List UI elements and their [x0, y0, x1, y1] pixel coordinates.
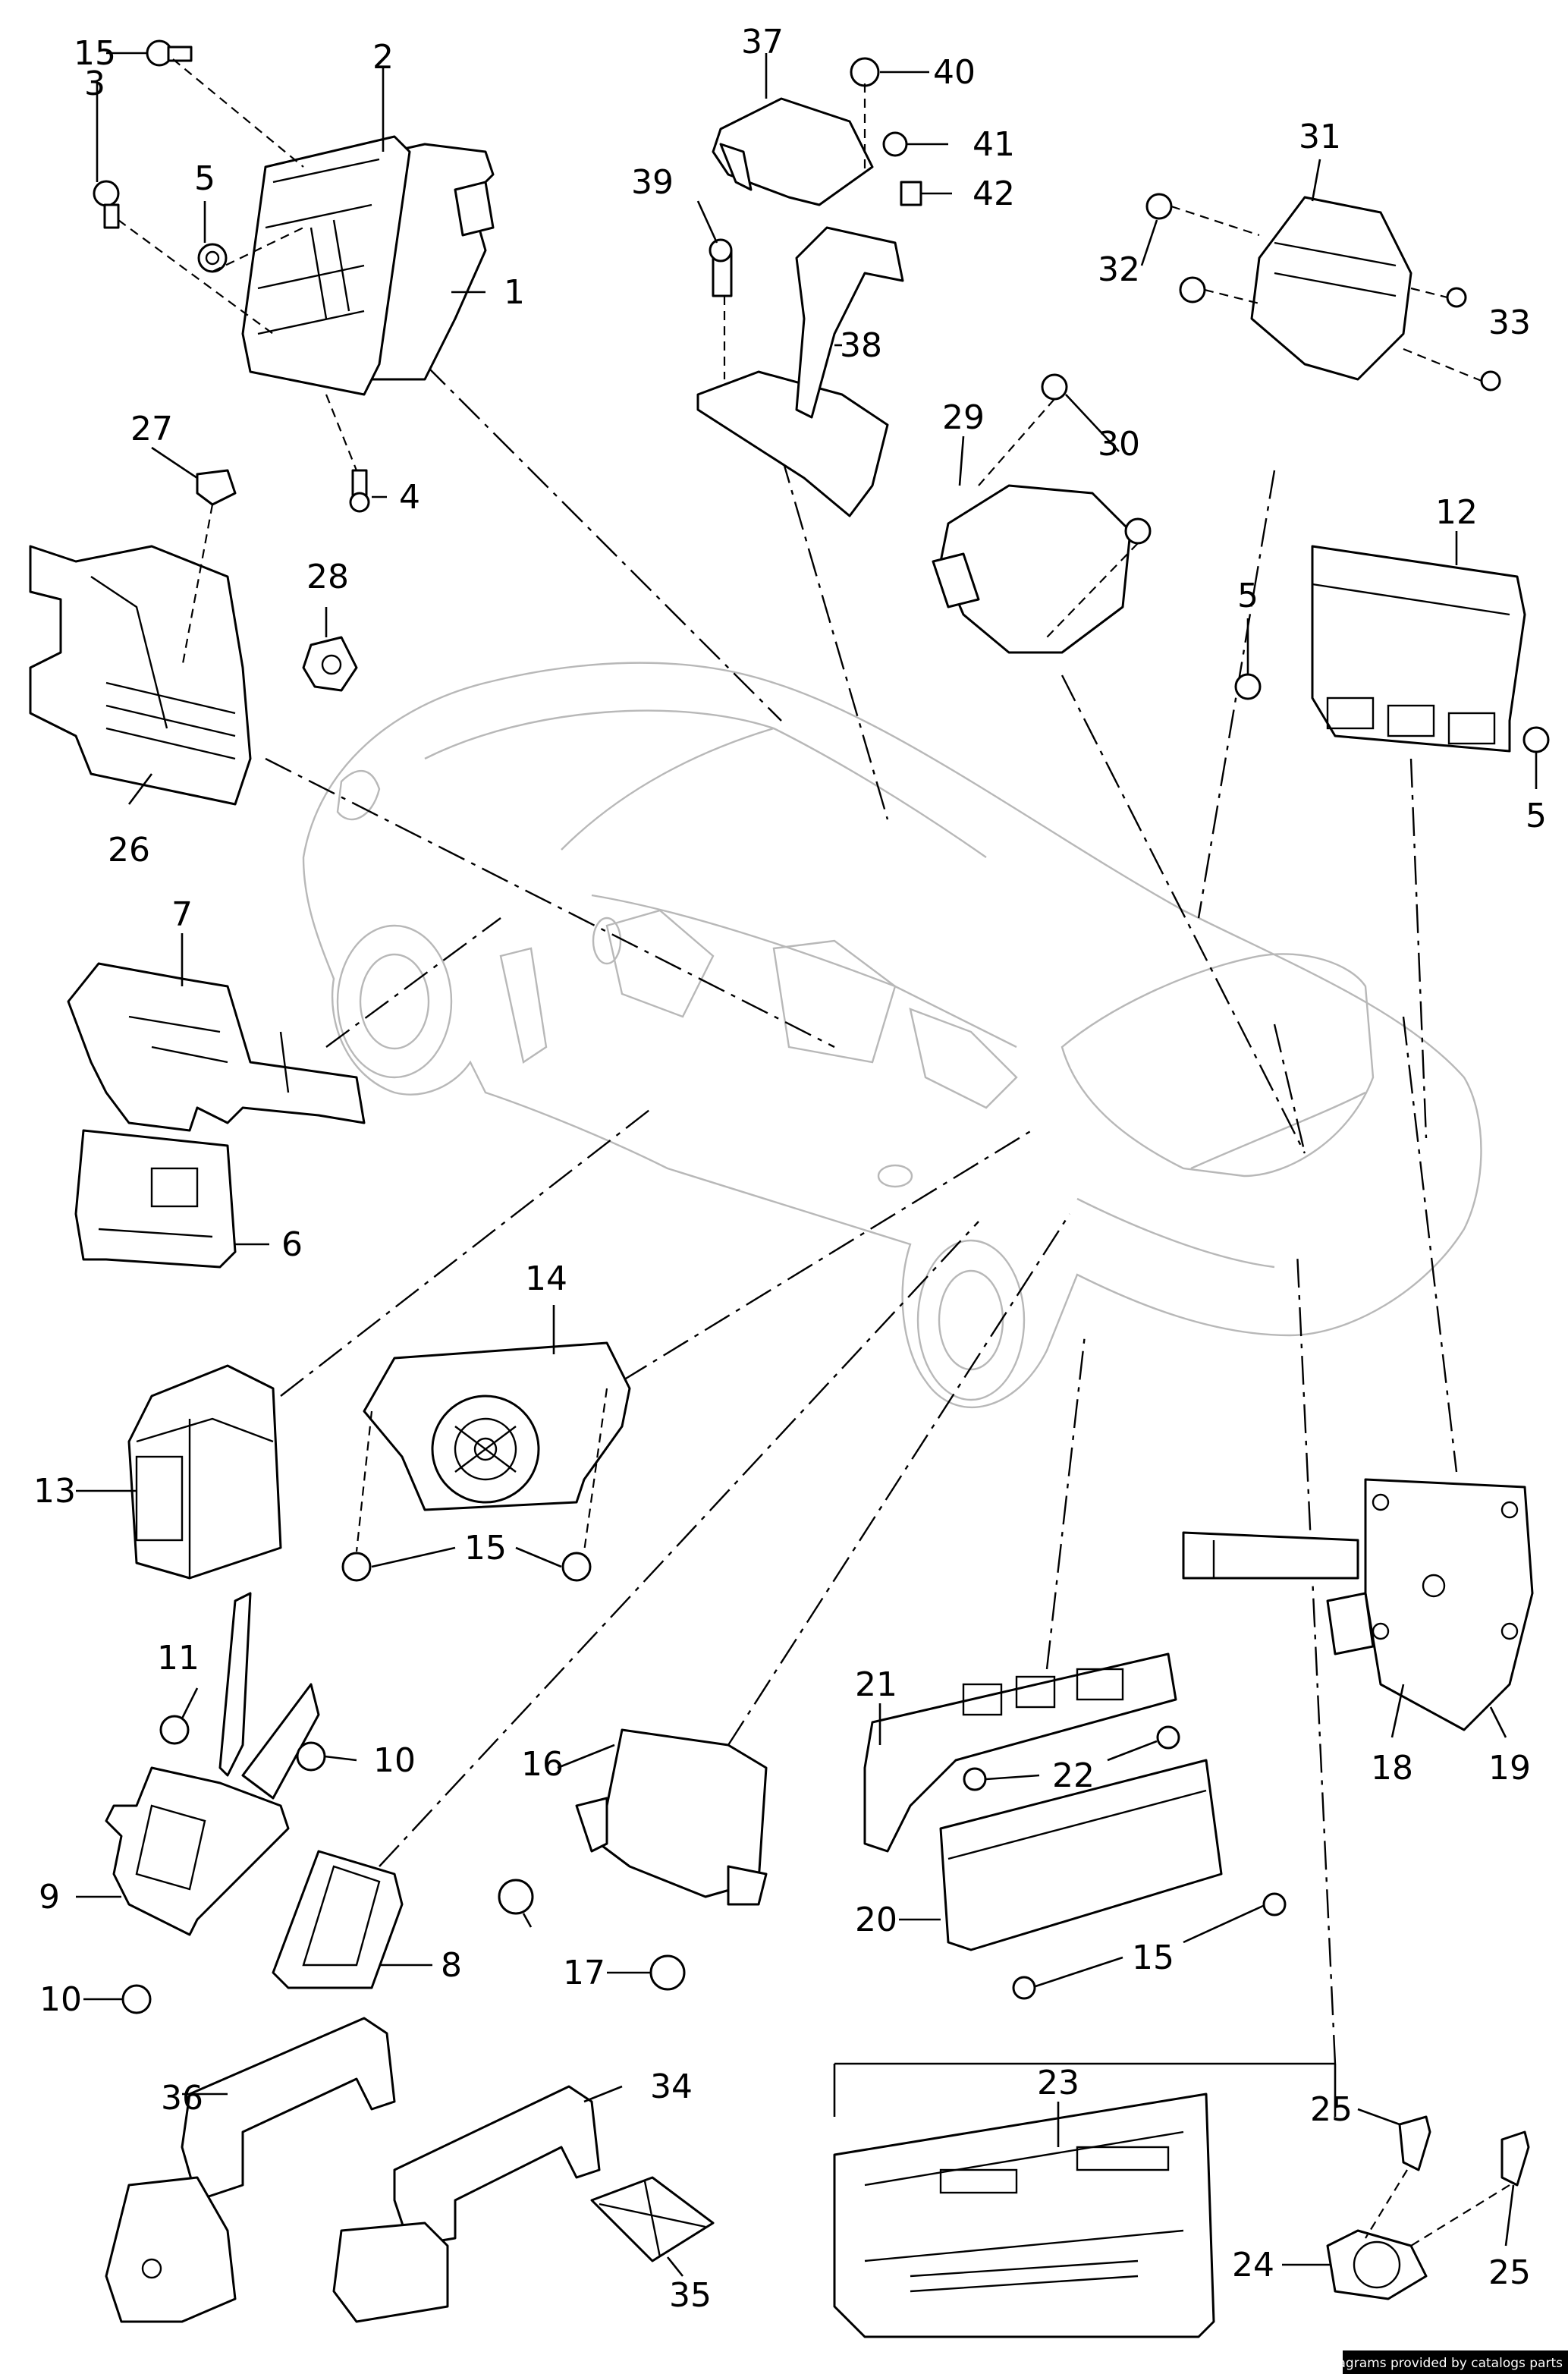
part-module-13: [127, 1364, 282, 1580]
callout-14: 14: [525, 1259, 567, 1298]
callout-9: 9: [39, 1878, 60, 1916]
callout-leaders: [76, 52, 1538, 2277]
callout-37: 37: [741, 23, 784, 61]
callout-20: 20: [855, 1901, 897, 1939]
callout-33: 33: [1488, 303, 1531, 342]
part-module-20: [939, 1759, 1287, 2000]
callout-32: 32: [1098, 250, 1140, 289]
callout-5b: 5: [1237, 577, 1258, 615]
callout-13: 13: [33, 1472, 76, 1511]
callout-4: 4: [399, 478, 420, 517]
callout-36: 36: [161, 2079, 203, 2118]
part-module-18: [1182, 1478, 1534, 1731]
callout-21: 21: [855, 1665, 897, 1704]
callout-29: 29: [942, 398, 985, 437]
callout-2: 2: [372, 38, 394, 77]
part-housing-26: [29, 469, 252, 806]
callout-11: 11: [157, 1639, 200, 1678]
callout-15b: 15: [1132, 1939, 1174, 1977]
callout-5c: 5: [1526, 797, 1547, 835]
callout-12: 12: [1435, 493, 1478, 532]
part-module-29: [932, 373, 1152, 654]
callout-18: 18: [1371, 1749, 1413, 1788]
credit-text: Diagrams provided by catalogs parts: [1324, 2356, 1563, 2371]
callout-39: 39: [631, 163, 674, 202]
part-pad-35: [590, 2176, 715, 2262]
callout-16: 16: [521, 1745, 564, 1784]
callout-15a: 15: [464, 1529, 507, 1567]
part-module-31: [1145, 193, 1501, 391]
callout-5a: 5: [194, 159, 215, 198]
callout-31: 31: [1299, 118, 1341, 156]
callout-28: 28: [306, 558, 349, 596]
part-bracket-9: [105, 1592, 326, 2014]
part-airbag-unit-37: [696, 57, 922, 517]
car-outline: [302, 662, 1482, 1409]
callout-8: 8: [441, 1946, 462, 1985]
callout-17: 17: [563, 1954, 605, 1992]
callout-25a: 25: [1310, 2090, 1353, 2129]
part-module-12: [1234, 545, 1550, 753]
part-module-23: [833, 2093, 1215, 2338]
callout-22: 22: [1052, 1756, 1095, 1795]
callout-3b: 3: [84, 64, 105, 103]
callout-25b: 25: [1488, 2253, 1531, 2292]
callout-38: 38: [840, 326, 882, 365]
part-control-unit-1: [241, 135, 495, 396]
callout-10b: 10: [39, 1980, 82, 2019]
part-bracket-36: [105, 2017, 396, 2323]
part-nut-28: [302, 636, 358, 692]
part-ecu-6: [74, 1129, 237, 1269]
part-bracket-34: [332, 2085, 601, 2323]
callout-6: 6: [281, 1225, 303, 1264]
callout-10a: 10: [373, 1741, 416, 1780]
callout-7: 7: [171, 895, 193, 934]
callout-23: 23: [1037, 2064, 1079, 2102]
callout-42: 42: [973, 175, 1015, 213]
callout-1: 1: [504, 273, 525, 312]
callout-27: 27: [130, 410, 173, 448]
callout-40: 40: [933, 53, 976, 92]
part-bracket-21: [863, 1652, 1180, 1853]
credit-badge: Diagrams provided by catalogs parts: [1324, 2350, 1568, 2374]
callout-41: 41: [973, 125, 1015, 164]
part-module-16: [498, 1728, 768, 1991]
part-module-8: [272, 1850, 404, 1989]
connection-lines: [265, 363, 1458, 2117]
callout-numbers: 15 2 3 5 1 4 27 28 26 7 6 13 14 15 37 38…: [33, 23, 1547, 2315]
callout-3: 15: [74, 34, 116, 73]
callout-26: 26: [108, 831, 150, 869]
callout-19: 19: [1488, 1749, 1531, 1788]
callout-24: 24: [1232, 2246, 1274, 2284]
part-connector-24: [1326, 2115, 1530, 2300]
fasteners-3-4-5: [93, 39, 370, 513]
part-bracket-7: [67, 962, 366, 1132]
callout-34: 34: [650, 2067, 693, 2106]
callout-30: 30: [1098, 425, 1140, 464]
part-speaker-14: [341, 1341, 631, 1582]
callout-35: 35: [669, 2276, 712, 2315]
